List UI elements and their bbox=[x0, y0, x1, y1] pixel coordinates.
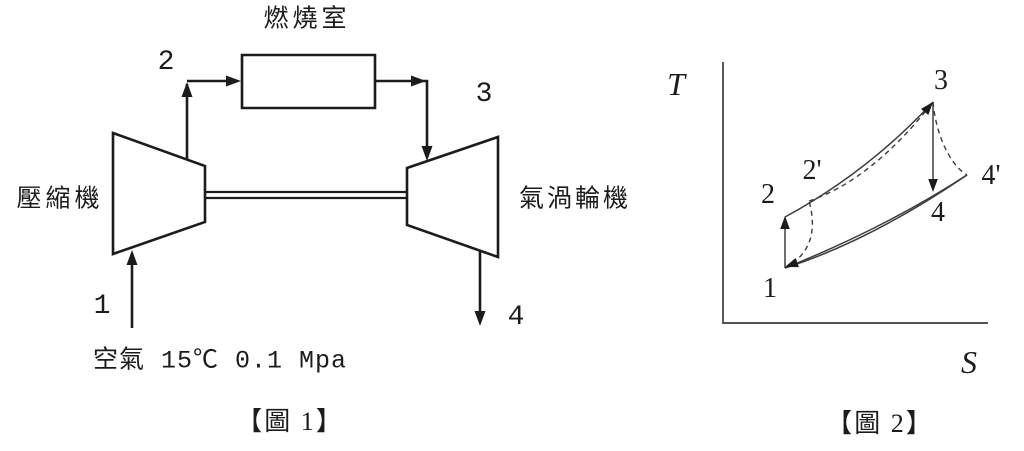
figure1-arrowheads bbox=[126, 75, 486, 326]
arrowhead-into-combustor bbox=[226, 75, 241, 87]
combustor-label: 燃燒室 bbox=[263, 5, 351, 33]
arrowhead-up-to-2 bbox=[181, 82, 193, 97]
ts-point-3: 3 bbox=[934, 65, 948, 96]
process-1-2p-dashed bbox=[784, 200, 813, 269]
arrowhead-exhaust bbox=[474, 311, 486, 326]
process-4p-1 bbox=[784, 174, 968, 269]
fig1-state-1: 1 bbox=[93, 291, 111, 322]
arrowhead-ts-4 bbox=[928, 179, 938, 192]
figure2-arrowheads bbox=[780, 102, 938, 268]
fig1-state-4: 4 bbox=[507, 302, 525, 333]
arrowhead-into-turbine bbox=[421, 146, 433, 161]
arrowhead-air-inlet bbox=[126, 250, 138, 265]
compressor-shape bbox=[111, 131, 207, 256]
figure2-ts-diagram bbox=[722, 62, 988, 324]
arrowhead-out-of-combustor bbox=[411, 75, 426, 87]
ts-point-4p: 4' bbox=[981, 160, 1001, 191]
ts-point-2: 2 bbox=[761, 179, 775, 210]
shaft bbox=[205, 190, 407, 200]
process-2p-3-dashed bbox=[808, 101, 934, 202]
inlet-conditions-text: 空氣 15℃ 0.1 Mpa bbox=[92, 346, 348, 376]
compressor-label: 壓縮機 bbox=[16, 185, 104, 213]
pipe-3 bbox=[375, 79, 429, 157]
process-3-4p-dashed bbox=[932, 101, 968, 176]
arrowhead-ts-3 bbox=[920, 102, 933, 116]
fig1-state-2: 2 bbox=[157, 47, 175, 78]
ts-point-1: 1 bbox=[763, 273, 777, 304]
t-axis-label: T bbox=[667, 66, 685, 102]
ts-point-2p: 2' bbox=[802, 155, 822, 186]
arrowhead-ts-2 bbox=[780, 216, 790, 229]
combustor-box bbox=[240, 53, 377, 110]
fig1-state-3: 3 bbox=[475, 79, 493, 110]
figure2-caption: 【圖 2】 bbox=[826, 409, 934, 438]
s-axis-label: S bbox=[961, 344, 977, 380]
ts-point-4: 4 bbox=[931, 197, 945, 228]
turbine-label: 氣渦輪機 bbox=[518, 185, 632, 213]
figure1-caption: 【圖 1】 bbox=[236, 407, 344, 436]
process-2-3 bbox=[784, 101, 934, 218]
arrowhead-ts-1 bbox=[785, 258, 799, 268]
figure1-schematic bbox=[111, 53, 500, 328]
ts-axes bbox=[722, 62, 988, 324]
turbine-shape bbox=[405, 135, 500, 259]
